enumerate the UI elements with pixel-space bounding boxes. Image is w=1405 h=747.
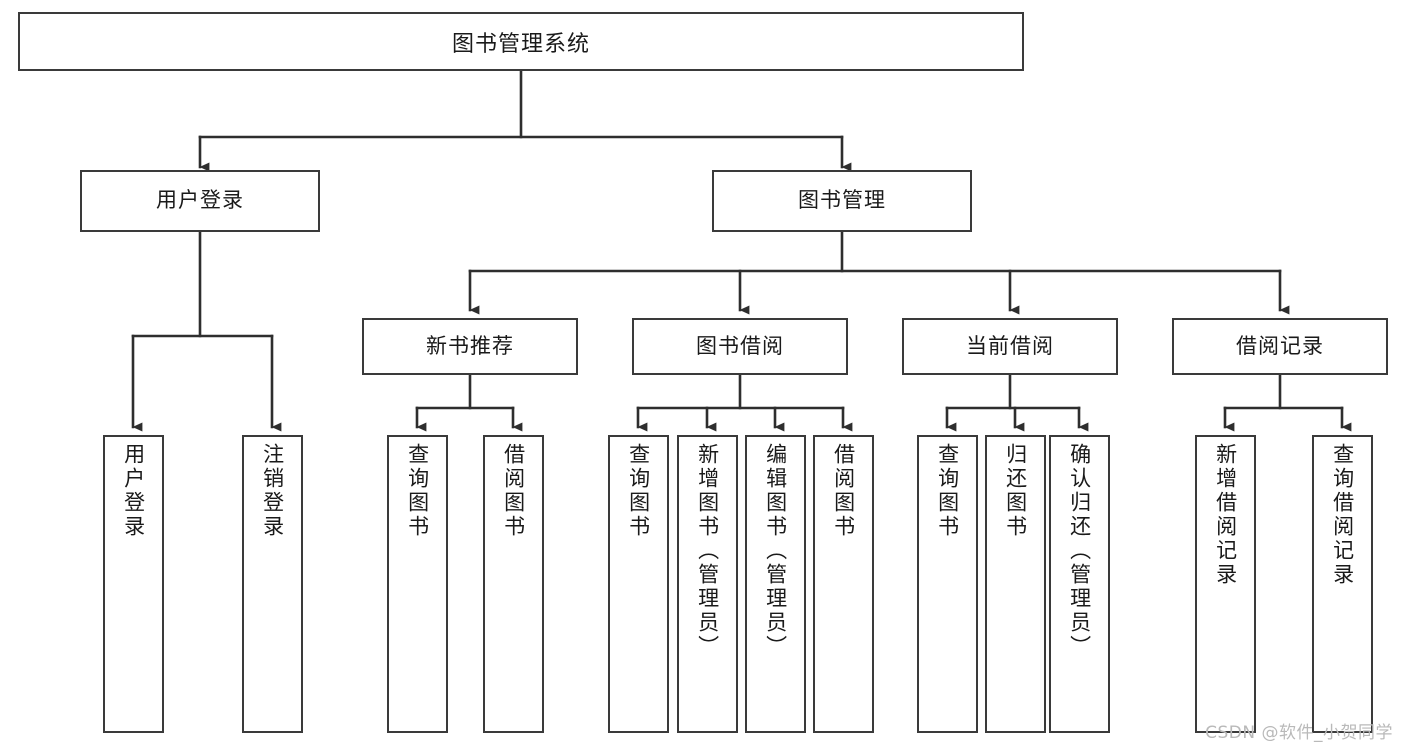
leaf-label: 编辑图书（管理员）	[763, 443, 788, 659]
leaf-borrow-book-recommend[interactable]: 借阅图书	[483, 435, 544, 733]
leaf-label: 新增图书（管理员）	[695, 443, 720, 659]
leaf-label: 用户登录	[121, 443, 146, 539]
leaf-label: 借阅图书	[501, 443, 526, 539]
leaf-label: 注销登录	[260, 443, 285, 539]
leaf-edit-book-admin[interactable]: 编辑图书（管理员）	[745, 435, 806, 733]
leaf-borrow-book[interactable]: 借阅图书	[813, 435, 874, 733]
node-root-book-management-system[interactable]: 图书管理系统	[18, 12, 1024, 71]
leaf-label: 查询借阅记录	[1330, 443, 1355, 587]
node-label: 用户登录	[156, 188, 244, 213]
node-label: 当前借阅	[966, 333, 1054, 358]
leaf-return-book[interactable]: 归还图书	[985, 435, 1046, 733]
leaf-label: 归还图书	[1003, 443, 1028, 539]
node-label: 图书管理系统	[451, 31, 590, 57]
leaf-label: 查询图书	[405, 443, 430, 539]
leaf-add-book-admin[interactable]: 新增图书（管理员）	[677, 435, 738, 733]
node-label: 图书管理	[798, 188, 886, 213]
leaf-logout[interactable]: 注销登录	[242, 435, 303, 733]
leaf-label: 借阅图书	[831, 443, 856, 539]
leaf-label: 查询图书	[626, 443, 651, 539]
leaf-query-book-recommend[interactable]: 查询图书	[387, 435, 448, 733]
node-book-borrowing[interactable]: 图书借阅	[632, 318, 848, 375]
node-label: 借阅记录	[1236, 333, 1324, 358]
node-new-book-recommendation[interactable]: 新书推荐	[362, 318, 578, 375]
leaf-query-book-borrow[interactable]: 查询图书	[608, 435, 669, 733]
leaf-label: 新增借阅记录	[1213, 443, 1238, 587]
leaf-query-book-current[interactable]: 查询图书	[917, 435, 978, 733]
leaf-label: 确认归还（管理员）	[1067, 443, 1092, 659]
node-label: 图书借阅	[696, 333, 784, 358]
node-book-management[interactable]: 图书管理	[712, 170, 972, 232]
leaf-user-login[interactable]: 用户登录	[103, 435, 164, 733]
leaf-add-borrow-record[interactable]: 新增借阅记录	[1195, 435, 1256, 733]
node-current-borrowing[interactable]: 当前借阅	[902, 318, 1118, 375]
leaf-label: 查询图书	[935, 443, 960, 539]
leaf-query-borrow-record[interactable]: 查询借阅记录	[1312, 435, 1373, 733]
node-label: 新书推荐	[426, 333, 514, 358]
node-user-login[interactable]: 用户登录	[80, 170, 320, 232]
csdn-watermark: CSDN @软件_小贺同学	[1205, 723, 1393, 743]
leaf-confirm-return-admin[interactable]: 确认归还（管理员）	[1049, 435, 1110, 733]
node-borrowing-record[interactable]: 借阅记录	[1172, 318, 1388, 375]
